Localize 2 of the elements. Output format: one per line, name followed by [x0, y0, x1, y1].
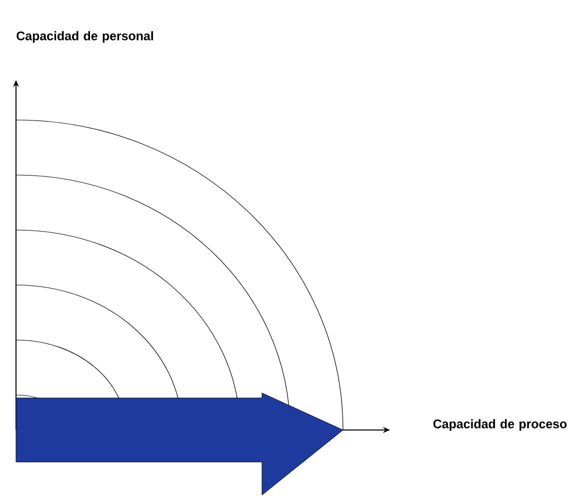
axis-title: Capacidad de proceso — [433, 419, 567, 431]
axis-title: Capacidad de personal — [16, 31, 153, 43]
